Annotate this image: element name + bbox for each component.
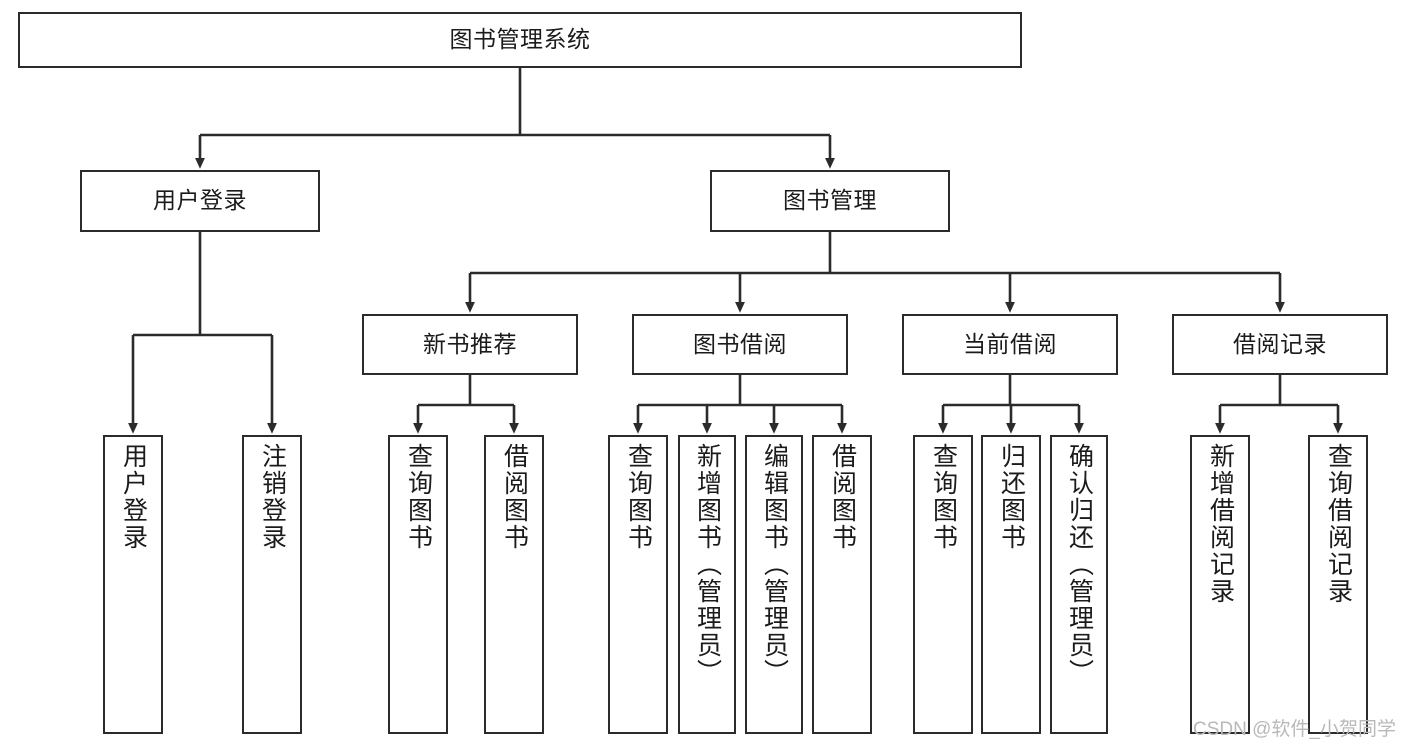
node-label: 新增图书（管理员）: [693, 443, 722, 686]
node-leaf-cur-1[interactable]: 查询图书: [913, 435, 973, 734]
node-label: 用户登录: [119, 443, 148, 551]
node-leaf-bor-4[interactable]: 借阅图书: [812, 435, 872, 734]
node-login[interactable]: 用户登录: [80, 170, 320, 232]
node-label: 归还图书: [997, 443, 1026, 551]
csdn-watermark: CSDN @软件_小贺同学: [1193, 719, 1396, 740]
node-leaf-login-2[interactable]: 注销登录: [242, 435, 302, 734]
node-label: 用户登录: [153, 187, 247, 214]
node-label: 借阅图书: [828, 443, 857, 551]
node-label: 借阅记录: [1233, 330, 1327, 357]
node-label: 确认归还（管理员）: [1065, 443, 1094, 686]
node-label: 图书管理系统: [449, 26, 591, 53]
node-newbook[interactable]: 新书推荐: [362, 314, 578, 375]
node-label: 新增借阅记录: [1206, 443, 1235, 605]
node-leaf-bor-3[interactable]: 编辑图书（管理员）: [745, 435, 803, 734]
node-label: 新书推荐: [423, 330, 517, 357]
node-label: 当前借阅: [963, 330, 1057, 357]
node-label: 查询图书: [624, 443, 653, 551]
node-records[interactable]: 借阅记录: [1172, 314, 1388, 375]
node-root[interactable]: 图书管理系统: [18, 12, 1022, 68]
node-label: 查询图书: [929, 443, 958, 551]
node-label: 编辑图书（管理员）: [760, 443, 789, 686]
node-leaf-bor-2[interactable]: 新增图书（管理员）: [678, 435, 736, 734]
node-leaf-cur-3[interactable]: 确认归还（管理员）: [1050, 435, 1108, 734]
node-leaf-new-1[interactable]: 查询图书: [388, 435, 448, 734]
node-label: 查询借阅记录: [1324, 443, 1353, 605]
node-borrow[interactable]: 图书借阅: [632, 314, 848, 375]
node-label: 注销登录: [258, 443, 287, 551]
node-leaf-new-2[interactable]: 借阅图书: [484, 435, 544, 734]
node-label: 图书借阅: [693, 330, 787, 357]
node-leaf-rec-2[interactable]: 查询借阅记录: [1308, 435, 1368, 734]
node-leaf-cur-2[interactable]: 归还图书: [981, 435, 1041, 734]
node-leaf-bor-1[interactable]: 查询图书: [608, 435, 668, 734]
node-label: 图书管理: [783, 187, 877, 214]
node-leaf-login-1[interactable]: 用户登录: [103, 435, 163, 734]
node-bookmgmt[interactable]: 图书管理: [710, 170, 950, 232]
node-current[interactable]: 当前借阅: [902, 314, 1118, 375]
node-label: 查询图书: [404, 443, 433, 551]
node-leaf-rec-1[interactable]: 新增借阅记录: [1190, 435, 1250, 734]
node-label: 借阅图书: [500, 443, 529, 551]
